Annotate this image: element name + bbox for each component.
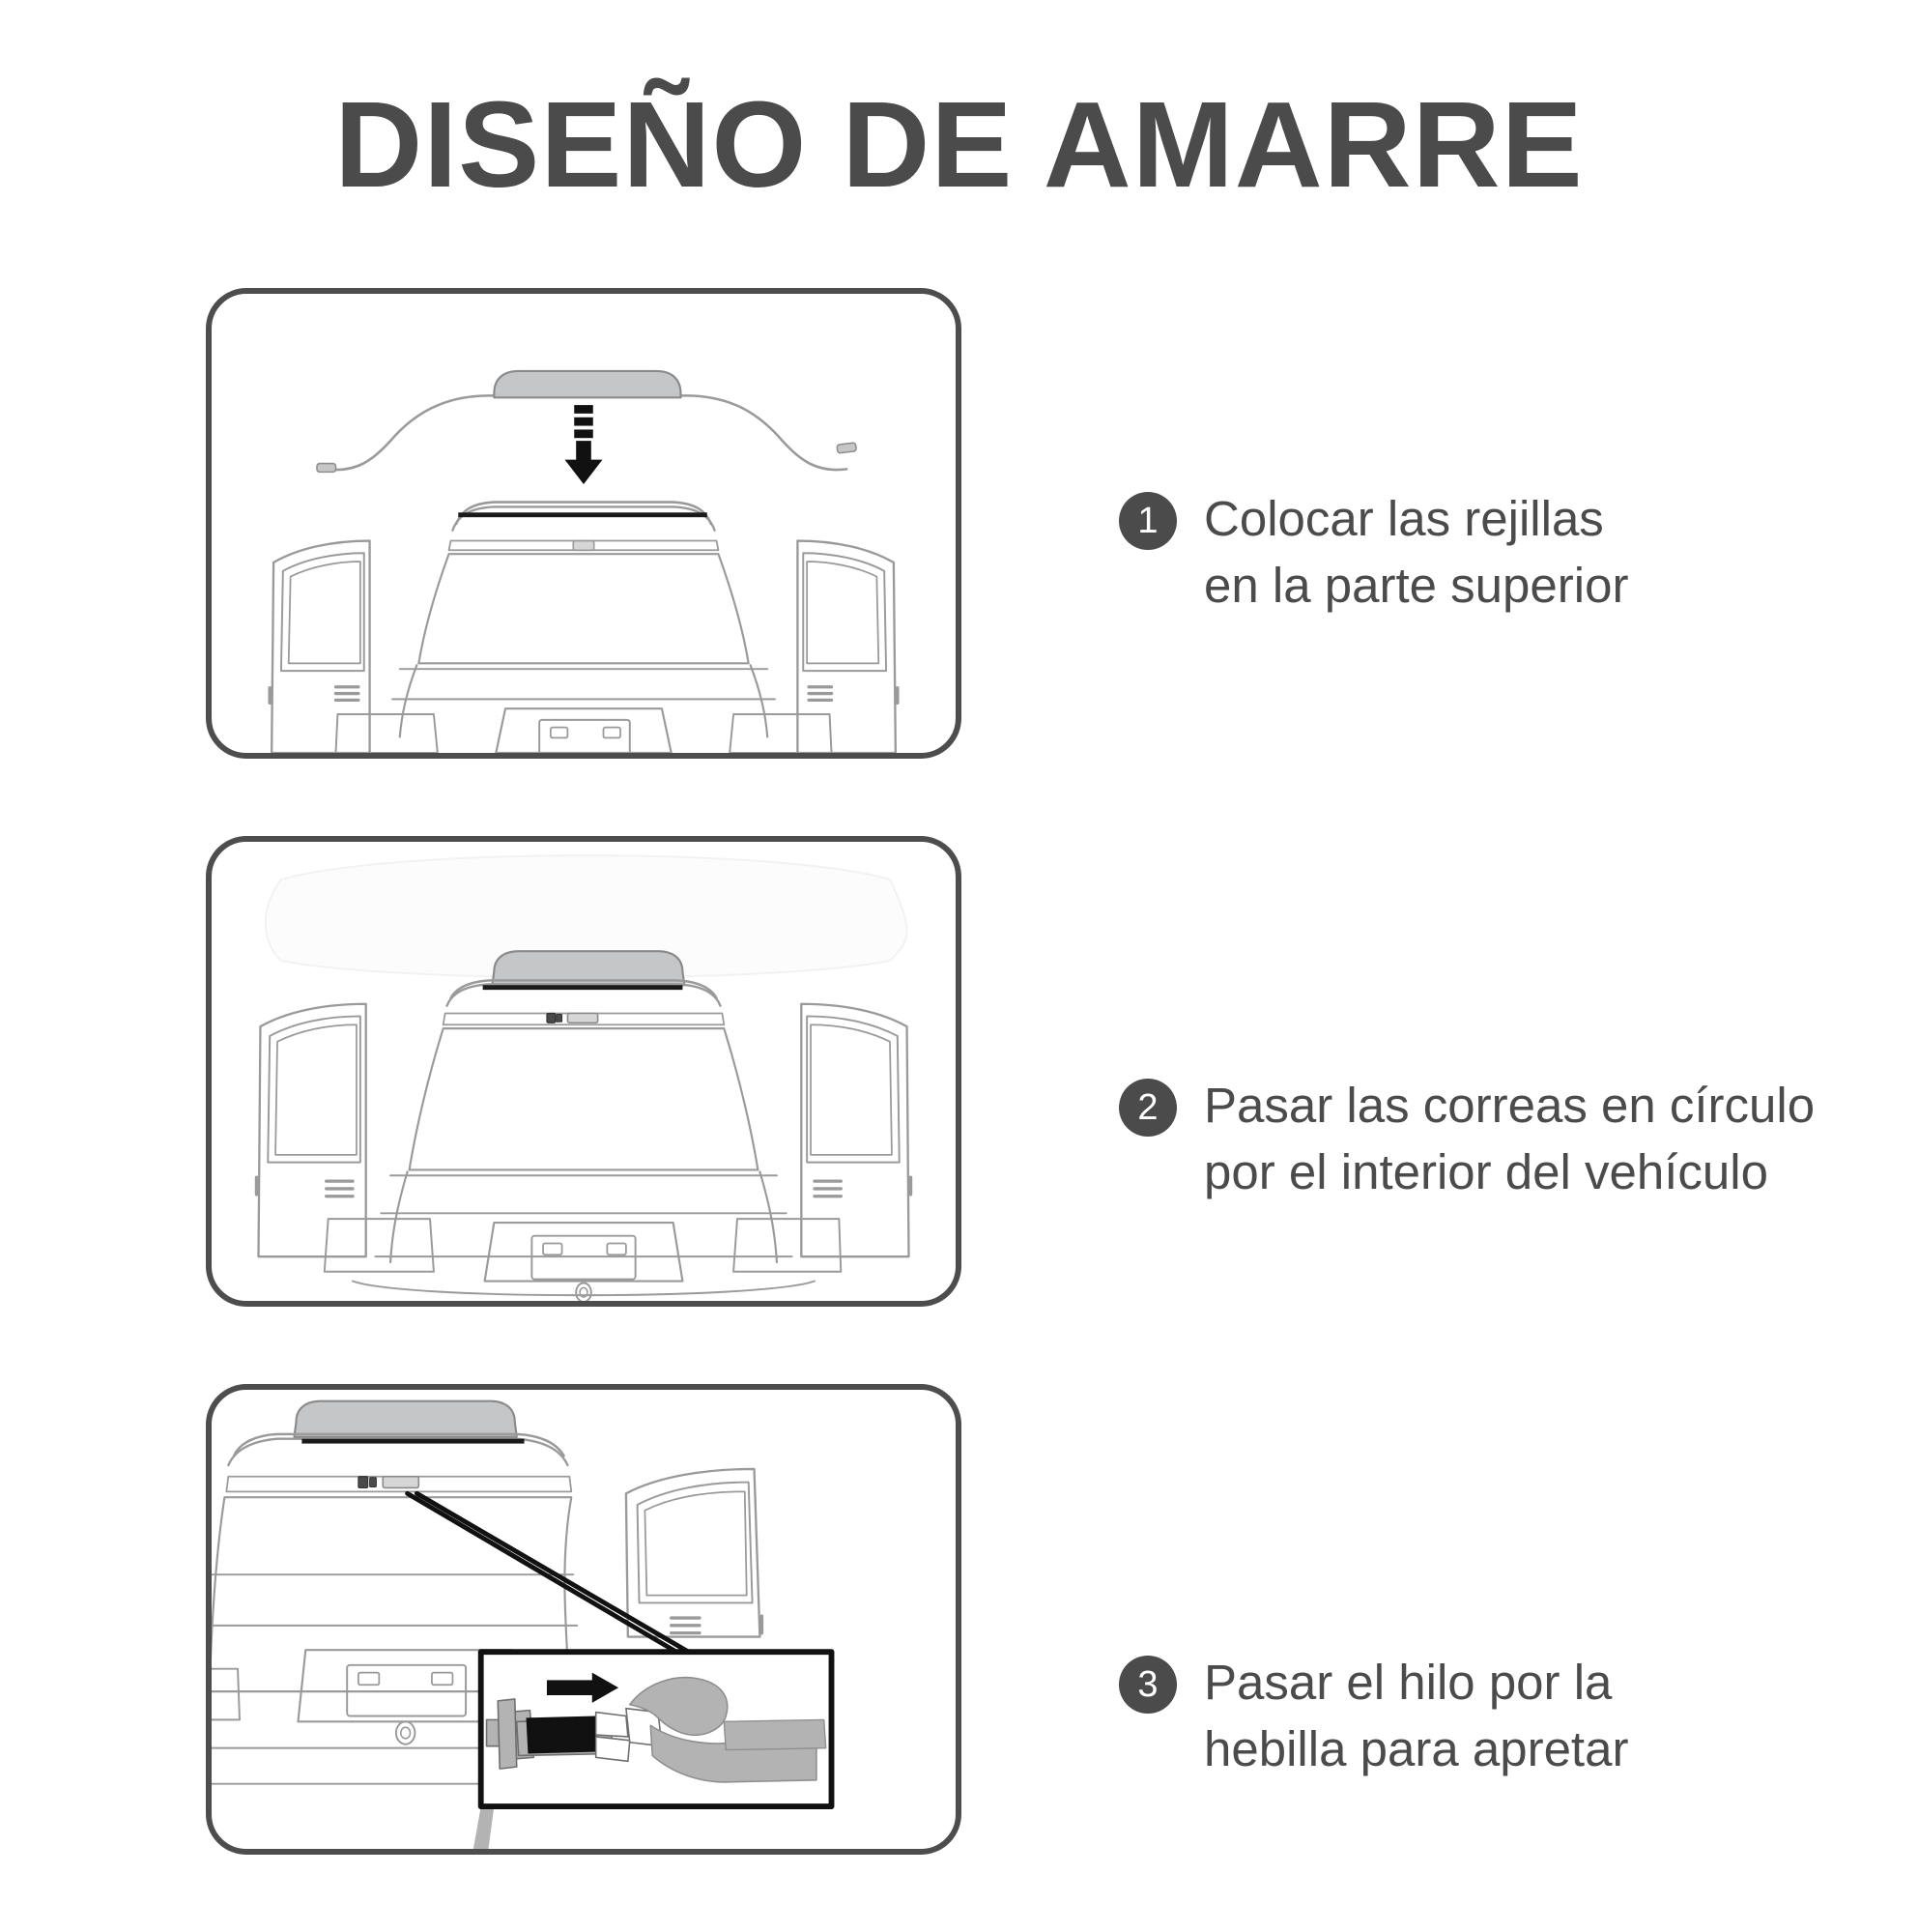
step-caption-1: 1 Colocar las rejillas en la parte super… (1119, 486, 1853, 620)
illustration-panel-2 (206, 836, 961, 1307)
car-rear-with-shade-above-illustration (268, 369, 900, 753)
page-title: DISEÑO DE AMARRE (334, 76, 1584, 213)
step-text-2: Pasar las correas en círculo por el inte… (1204, 1078, 1816, 1199)
open-left-door (268, 539, 371, 753)
strap-buckle (546, 1012, 599, 1024)
illustration-panel-1 (206, 288, 961, 759)
step-text-3: Pasar el hilo por la hebilla para apreta… (1204, 1655, 1629, 1776)
step-row-2: 2 Pasar las correas en círculo por el in… (0, 836, 1918, 1384)
open-right-door (796, 539, 900, 753)
hand (629, 1676, 817, 1783)
step-caption-2: 2 Pasar las correas en círculo por el in… (1119, 1073, 1853, 1206)
buckle (526, 1716, 598, 1754)
zoom-inset-box (477, 1649, 835, 1810)
mesh-screen (493, 369, 682, 399)
background-halo (264, 854, 908, 979)
car-rear-with-shade-installed-illustration (254, 854, 913, 1301)
open-left-door (254, 1002, 367, 1258)
step-badge-2: 2 (1119, 1079, 1177, 1137)
mesh-screen-installed (293, 1399, 518, 1438)
car-rear-outline (334, 501, 833, 753)
open-right-door (800, 1002, 913, 1258)
strap-buckle (358, 1475, 420, 1489)
callout-stem (472, 1806, 495, 1849)
step-text-1: Colocar las rejillas en la parte superio… (1204, 491, 1629, 613)
mesh-screen-installed (491, 950, 686, 987)
buckle-tightening-detail-illustration (212, 1399, 835, 1849)
step-badge-3: 3 (1119, 1656, 1177, 1714)
illustration-panel-3 (206, 1384, 961, 1855)
right-arrow-icon (546, 1672, 619, 1703)
step-row-3: 3 Pasar el hilo por la hebilla para apre… (0, 1384, 1918, 1932)
strap-line (405, 1490, 727, 1676)
steps-list: 1 Colocar las rejillas en la parte super… (0, 288, 1918, 1932)
step-badge-1: 1 (1119, 492, 1177, 550)
car-rear-outline (323, 979, 843, 1301)
step-row-1: 1 Colocar las rejillas en la parte super… (0, 288, 1918, 836)
step-caption-3: 3 Pasar el hilo por la hebilla para apre… (1119, 1650, 1853, 1783)
down-arrow-icon (564, 405, 603, 485)
open-right-door (624, 1467, 764, 1638)
